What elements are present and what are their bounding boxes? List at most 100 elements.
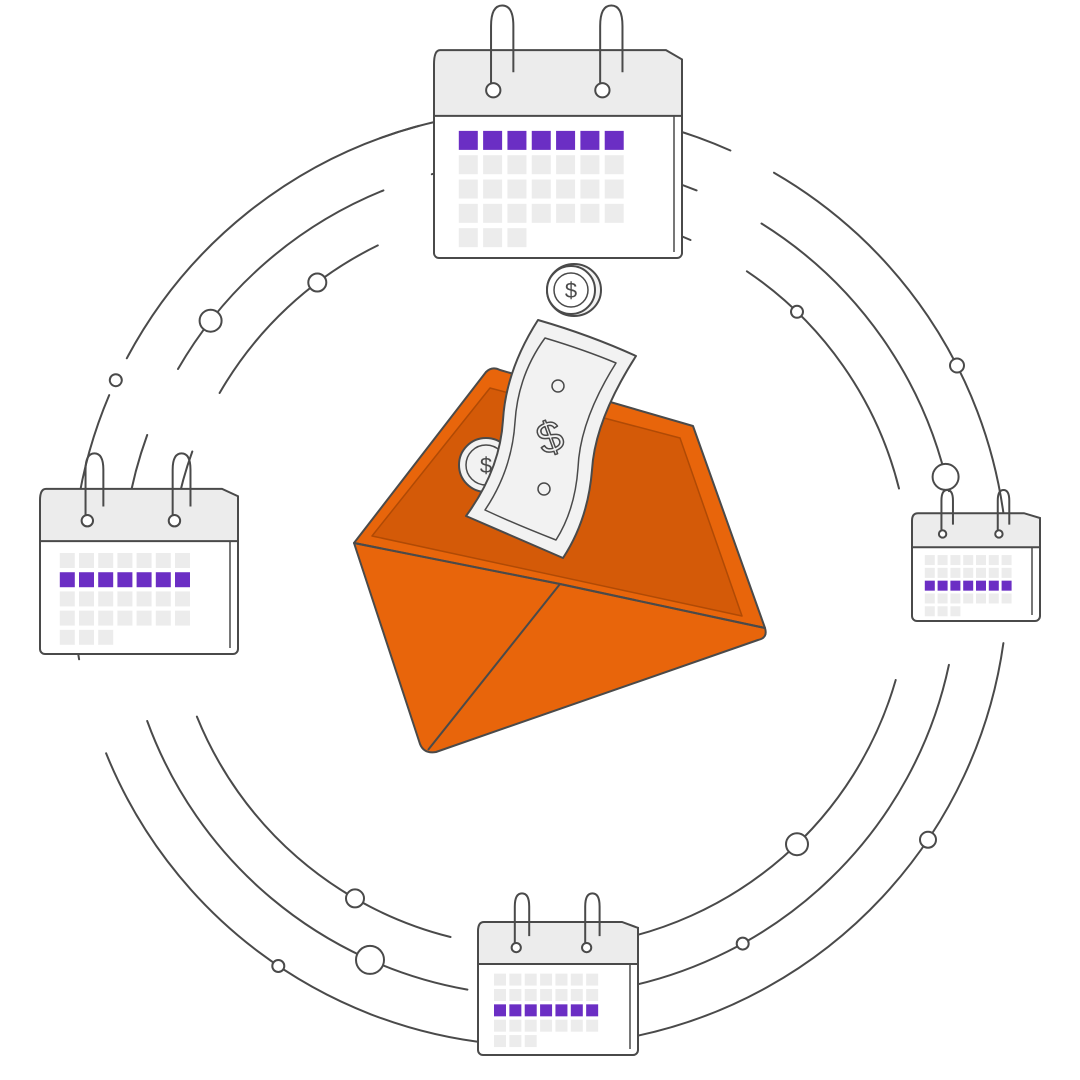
calendar-highlight-cell [950, 580, 961, 591]
calendar-highlight-cell [79, 572, 94, 588]
orbit-arc [636, 642, 1005, 1037]
calendar-cell [570, 973, 583, 986]
calendar-cell [924, 567, 935, 578]
calendar-header [477, 920, 639, 966]
calendar-ring-icon [490, 4, 515, 91]
calendar-cell [59, 610, 75, 626]
calendar-cell [988, 593, 999, 604]
calendar-cell [458, 179, 478, 199]
calendar-cell [556, 203, 576, 223]
calendar-cell [586, 973, 599, 986]
calendar-cell [98, 591, 114, 607]
calendar-cell [976, 555, 986, 566]
calendar-cell [136, 591, 152, 607]
calendar-cell [540, 988, 553, 1001]
calendar-cell [155, 553, 171, 569]
calendar-cell [494, 1019, 506, 1032]
calendar-cell [117, 553, 133, 569]
calendar-cell [531, 155, 551, 175]
calendar-ring-hole [80, 514, 95, 528]
floating-coin-icon: $ [546, 263, 602, 317]
calendar-highlight-cell [136, 572, 152, 588]
calendar-cell [59, 591, 75, 607]
calendar-cell [79, 591, 94, 607]
calendar-ring-hole [485, 82, 502, 99]
calendar-highlight-cell [976, 580, 986, 591]
calendar-cell [531, 203, 551, 223]
orbit-dot [355, 944, 385, 975]
calendar-ring-icon [996, 489, 1011, 534]
calendar-ring-icon [599, 4, 624, 91]
calendar-cell [937, 593, 948, 604]
calendar-cell [458, 203, 478, 223]
calendar-cell [483, 155, 503, 175]
calendar-cell [155, 591, 171, 607]
calendar-highlight-cell [556, 130, 576, 150]
calendar-highlight-cell [117, 572, 133, 588]
calendar-cell [580, 203, 600, 223]
orbit-arc [760, 222, 950, 493]
calendar-cell [136, 610, 152, 626]
calendar-cell [924, 606, 935, 617]
orbit-arc [611, 663, 950, 991]
calendars [39, 4, 1041, 1057]
calendar-cell [458, 228, 478, 248]
calendar-cell [175, 553, 190, 569]
calendar-highlight-cell [604, 130, 624, 150]
calendar-highlight-cell [570, 1004, 583, 1017]
calendar-ring-icon [940, 489, 954, 534]
calendar-cell [950, 567, 961, 578]
calendar-highlight-cell [580, 130, 600, 150]
calendar-cell [458, 155, 478, 175]
orbit-arc [590, 679, 897, 946]
calendar-cell [540, 1019, 553, 1032]
calendar-highlight-cell [586, 1004, 599, 1017]
svg-text:$: $ [565, 278, 577, 303]
calendar-ring-hole [167, 514, 182, 528]
calendar-highlight-cell [524, 1004, 537, 1017]
envelope-icon: $ $ [353, 319, 767, 754]
calendar-cell [79, 629, 94, 645]
calendar-highlight-cell [59, 572, 75, 588]
calendar-cell [1001, 593, 1012, 604]
calendar-icon-left [39, 452, 239, 656]
calendar-highlight-cell [494, 1004, 506, 1017]
calendar-highlight-cell [98, 572, 114, 588]
envelope-front [353, 542, 767, 754]
calendar-ring-hole [937, 529, 948, 539]
calendar-cell [155, 610, 171, 626]
calendar-cell [570, 1019, 583, 1032]
calendar-cell [524, 1019, 537, 1032]
calendar-cell [494, 988, 506, 1001]
orbit-dot [307, 272, 328, 293]
calendar-cell [483, 203, 503, 223]
calendar-cell [586, 988, 599, 1001]
calendar-cell [604, 155, 624, 175]
calendar-cell [507, 155, 527, 175]
calendar-cell [494, 973, 506, 986]
calendar-highlight-cell [175, 572, 190, 588]
calendar-cell [507, 203, 527, 223]
calendar-header [911, 512, 1041, 549]
calendar-cell [507, 179, 527, 199]
calendar-cell [950, 555, 961, 566]
calendar-cell [59, 629, 75, 645]
calendar-cell [98, 610, 114, 626]
calendar-cell [604, 203, 624, 223]
calendar-icon-right [911, 489, 1041, 622]
calendar-cell [79, 553, 94, 569]
calendar-cell [570, 988, 583, 1001]
calendar-cell [988, 567, 999, 578]
calendar-cell [524, 988, 537, 1001]
orbit-arc [105, 752, 493, 1045]
calendar-highlight-cell [924, 580, 935, 591]
calendar-cell [524, 973, 537, 986]
orbit-dot [198, 308, 223, 333]
calendar-cell [509, 988, 522, 1001]
calendar-cell [604, 179, 624, 199]
envelope-fold-right [559, 583, 766, 629]
orbit-arc [218, 244, 379, 394]
dollar-bill-icon: $ [465, 319, 637, 559]
